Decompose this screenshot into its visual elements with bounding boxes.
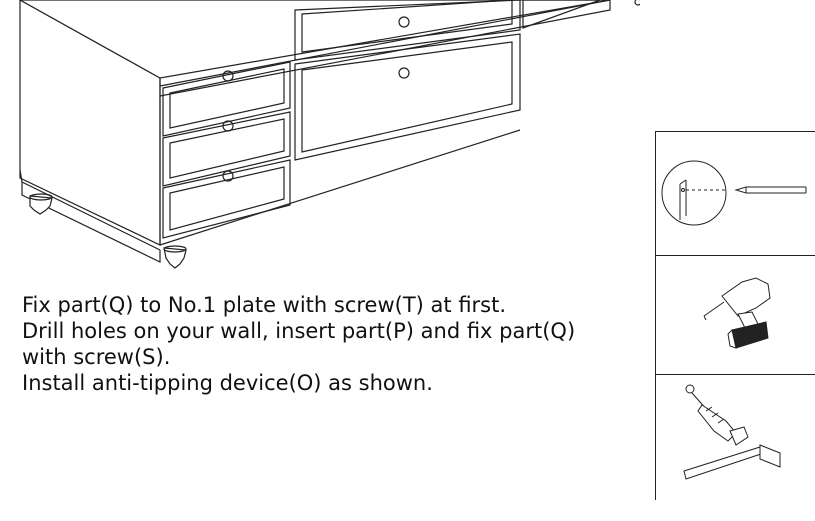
instruction-line-4: Install anti-tipping device(O) as shown. — [22, 371, 433, 395]
detail-magnifier-icon — [661, 160, 807, 226]
tool-frame-detail — [655, 131, 815, 255]
cordless-drill-icon — [703, 277, 771, 349]
tool-frame-drill — [655, 255, 815, 374]
instruction-line-3: with screw(S). — [22, 345, 171, 369]
tools-panel — [655, 131, 815, 500]
wall-anchor-and-hammer-icon — [683, 384, 781, 480]
tool-frame-anchor — [655, 374, 815, 500]
instruction-line-1: Fix part(Q) to No.1 plate with screw(T) … — [22, 293, 507, 317]
instruction-text: Fix part(Q) to No.1 plate with screw(T) … — [22, 292, 642, 396]
instruction-line-2: Drill holes on your wall, insert part(P)… — [22, 319, 576, 343]
dresser-illustration — [18, 0, 640, 269]
